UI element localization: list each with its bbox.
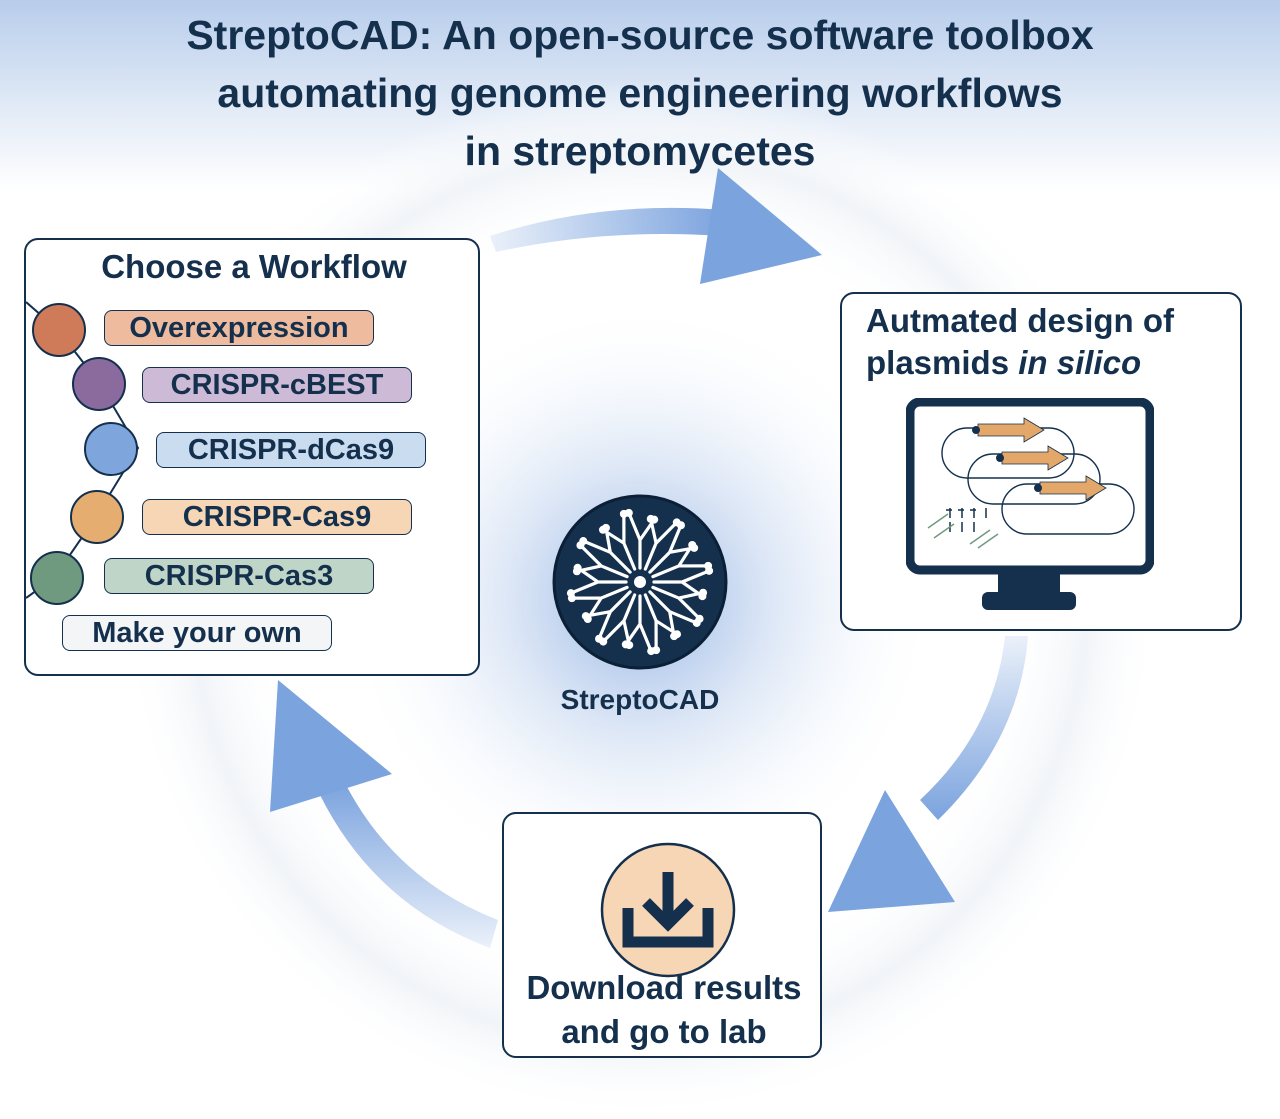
download-tray-icon[interactable] [600, 842, 736, 978]
logo-trace [651, 543, 710, 579]
workflow-dot-crispr-cas9[interactable] [70, 490, 124, 544]
download-heading-line-2: and go to lab [561, 1013, 767, 1050]
title-line-1: StreptoCAD: An open-source software tool… [186, 12, 1094, 58]
sequence-strand-icon [927, 513, 999, 549]
workflow-option-make-your-own[interactable]: Make your own [62, 615, 332, 651]
workflow-dot-crispr-cas3[interactable] [30, 551, 84, 605]
workflow-option-crispr-dcas9[interactable]: CRISPR-dCas9 [156, 432, 426, 468]
logo-node [583, 615, 592, 624]
workflow-option-label: CRISPR-dCas9 [187, 434, 395, 466]
workflow-option-label: Make your own [92, 617, 302, 649]
download-panel: Download results and go to lab [502, 812, 822, 1058]
workflow-panel: Choose a Workflow Overexpression CRISPR-… [24, 238, 480, 676]
promoter-arrow-icon [972, 417, 1107, 501]
logo-node [673, 630, 682, 639]
title-line-2: automating genome engineering workflows [217, 70, 1063, 116]
logo-node [566, 589, 575, 598]
workflow-dot-crispr-dcas9[interactable] [84, 422, 138, 476]
design-heading-italic: in silico [1018, 344, 1142, 381]
workflow-option-label: CRISPR-Cas9 [182, 501, 372, 533]
logo-trace [575, 543, 629, 579]
design-heading-line-1: Autmated design of [866, 302, 1175, 339]
logo-trace [643, 517, 679, 571]
workflow-option-crispr-cbest[interactable]: CRISPR-cBEST [142, 367, 412, 403]
workflow-option-label: Overexpression [129, 312, 349, 344]
workflow-option-label: CRISPR-cBEST [170, 369, 384, 401]
logo-node [625, 641, 634, 650]
logo-node [572, 567, 581, 576]
logo-node [692, 618, 701, 627]
logo-node [647, 647, 656, 656]
monitor-icon [906, 398, 1154, 610]
workflow-option-label: CRISPR-Cas3 [144, 560, 334, 592]
design-heading-line-2: plasmids in silico [866, 342, 1174, 384]
workflow-option-overexpression[interactable]: Overexpression [104, 310, 374, 346]
workflow-dot-overexpression[interactable] [32, 303, 86, 357]
title-line-3: in streptomycetes [464, 128, 816, 174]
download-heading-line-1: Download results [526, 969, 802, 1006]
design-panel: Autmated design of plasmids in silico [840, 292, 1242, 631]
download-heading: Download results and go to lab [504, 966, 824, 1054]
logo-node [688, 540, 697, 549]
logo-node [598, 525, 607, 534]
workflow-dot-crispr-cbest[interactable] [72, 357, 126, 411]
arrow-top [490, 168, 822, 284]
workflow-option-crispr-cas9[interactable]: CRISPR-Cas9 [142, 499, 412, 535]
page-title: StreptoCAD: An open-source software tool… [0, 6, 1280, 180]
logo-trace [570, 585, 629, 621]
logo-node [676, 521, 685, 530]
logo-node [595, 634, 604, 643]
logo-node [699, 588, 708, 597]
logo-node [624, 508, 633, 517]
logo-trace [643, 593, 679, 652]
circuit-tree-logo [552, 494, 728, 670]
design-heading-prefix: plasmids [866, 344, 1019, 381]
arrow-left [270, 680, 498, 948]
center-logo-label: StreptoCAD [560, 684, 720, 715]
sequence-icon [946, 508, 987, 532]
design-heading: Autmated design of plasmids in silico [866, 300, 1174, 384]
logo-node [646, 514, 655, 523]
logo-trace [651, 585, 705, 621]
logo-node [704, 561, 713, 570]
logo-node [579, 537, 588, 546]
logo-trace [601, 593, 637, 647]
workflow-option-crispr-cas3[interactable]: CRISPR-Cas3 [104, 558, 374, 594]
workflow-heading: Choose a Workflow [101, 248, 407, 285]
logo-trace [601, 512, 637, 571]
arrow-right [828, 636, 1028, 912]
